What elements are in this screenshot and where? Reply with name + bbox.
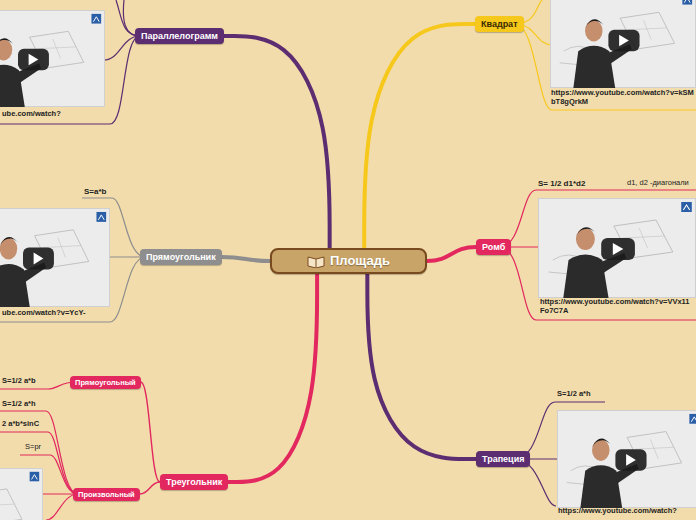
- formula: S=1/2 a*h: [557, 390, 591, 399]
- branch-connector: [228, 274, 317, 482]
- topic-box: Ромб: [476, 239, 511, 256]
- branch-connector: [222, 257, 270, 261]
- topic-text: Параллелограмм: [141, 31, 218, 42]
- branch-connector: [140, 482, 160, 494]
- book-icon-shape: [308, 257, 324, 268]
- note: d1, d2 -диагонали: [627, 179, 689, 188]
- formula: 2 a*b*sinC: [2, 420, 39, 429]
- video-thumbnail: [0, 10, 105, 107]
- formula: S=1/2 a*h: [2, 400, 36, 409]
- subtopic-box: Прямоугольный: [70, 376, 141, 389]
- video-thumbnail: [550, 0, 696, 88]
- topic-text: Произвольный: [78, 490, 135, 499]
- video-thumbnail: [557, 410, 696, 508]
- branch-connector: [141, 382, 160, 482]
- video-url: https://www.youtube.com/watch?v=VVx11Fo7…: [540, 298, 690, 315]
- branch-connector: [364, 24, 475, 248]
- video-thumbnail: [538, 198, 696, 298]
- topic-text: Площадь: [330, 253, 390, 269]
- video-thumbnail: [0, 468, 43, 520]
- topic-box: Треугольник: [160, 474, 228, 491]
- video-url: ube.com/watch?v=YcY-: [2, 309, 86, 318]
- video-thumbnail: [0, 208, 110, 307]
- formula: S=1/2 a*b: [2, 377, 36, 386]
- topic-text: Трапеция: [482, 454, 524, 465]
- formula: S=a*b: [84, 187, 106, 196]
- topic-box: Квадрат: [475, 16, 524, 33]
- topic-text: Квадрат: [481, 19, 518, 30]
- topic-box: Параллелограмм: [135, 28, 224, 45]
- central-topic: Площадь: [270, 248, 427, 274]
- formula: S= 1/2 d1*d2: [538, 179, 585, 188]
- branch-connector: [427, 247, 476, 261]
- topic-text: Треугольник: [166, 477, 222, 488]
- topic-box: Трапеция: [476, 451, 530, 468]
- topic-text: Прямоугольник: [146, 252, 216, 263]
- branch-connector: [224, 36, 330, 248]
- subtopic-box: Произвольный: [73, 488, 140, 501]
- topic-text: Прямоугольный: [75, 378, 136, 387]
- topic-text: Ромб: [482, 242, 505, 253]
- video-url: https://www.youtube.com/watch?v=kSMbT8gQ…: [551, 89, 694, 106]
- branch-connector: [367, 274, 476, 459]
- book-icon: [307, 255, 325, 268]
- topic-box: Прямоугольник: [140, 249, 222, 266]
- formula: S=pr: [25, 443, 41, 452]
- video-url: ube.com/watch?: [2, 110, 61, 119]
- video-url: https://www.youtube.com/watch?: [558, 507, 677, 516]
- book-icon-spine: [316, 259, 317, 268]
